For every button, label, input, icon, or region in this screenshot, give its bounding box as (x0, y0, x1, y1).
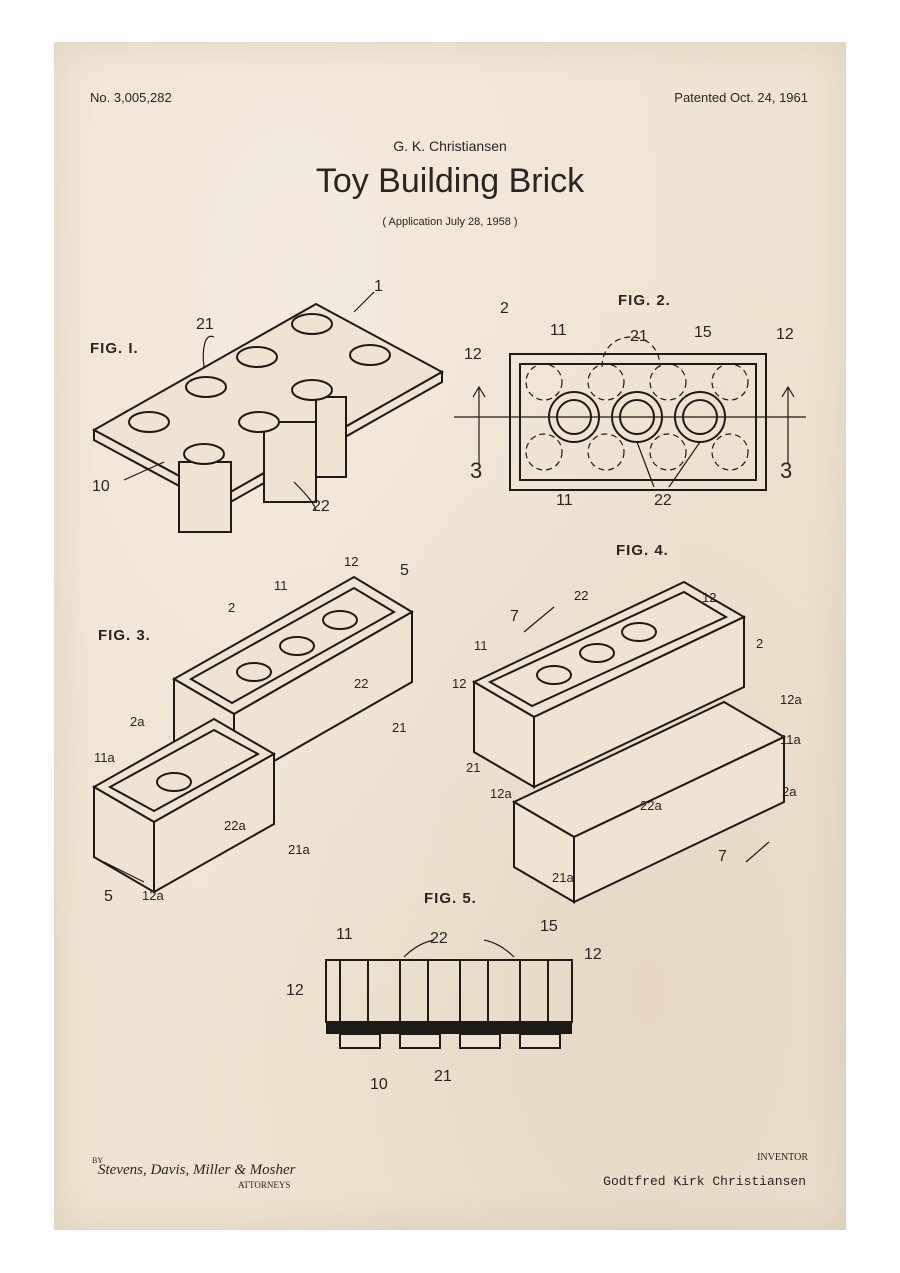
fig5-label-21: 21 (434, 1068, 452, 1085)
fig4-label-2: 2 (756, 636, 764, 651)
by-label: BY (92, 1156, 104, 1165)
fig2-label-3-right: 3 (780, 458, 793, 483)
fig5-label-11: 11 (336, 926, 353, 943)
fig2-drawing (454, 336, 806, 491)
fig3-label-22: 22 (354, 676, 369, 691)
fig4-title: FIG. 4. (616, 542, 669, 559)
fig2-label-12-right: 12 (776, 326, 794, 343)
fig4-label-11: 11 (474, 638, 488, 653)
patent-number: No. 3,005,282 (90, 90, 172, 105)
fig5-label-22: 22 (430, 930, 448, 947)
fig2-label-15: 15 (694, 324, 712, 341)
fig2-label-22: 22 (654, 492, 672, 509)
fig3-label-21: 21 (392, 720, 407, 735)
fig3-label-5-bottom: 5 (104, 888, 113, 905)
fig5-label-15: 15 (540, 918, 558, 935)
fig4-label-21a: 21a (552, 870, 574, 885)
fig4-label-12a: 12a (780, 692, 802, 707)
fig3-label-2: 2 (228, 600, 236, 615)
fig5-drawing (325, 939, 573, 1049)
author-name: G. K. Christiansen (393, 138, 507, 154)
page-title: Toy Building Brick (315, 162, 585, 200)
fig1-label-1: 1 (374, 278, 383, 295)
fig3-label-11: 11 (274, 578, 288, 593)
fig4-label-12a-left: 12a (490, 786, 512, 801)
fig2-label-12-left: 12 (464, 346, 482, 363)
fig1-drawing (91, 291, 445, 533)
fig4-label-22a: 22a (640, 798, 662, 813)
fig3-label-11a: 11a (94, 750, 115, 765)
patent-drawings (91, 291, 806, 1049)
fig4-label-7-bottom: 7 (718, 848, 727, 865)
patent-sheet: No. 3,005,282 Patented Oct. 24, 1961 G. … (54, 42, 846, 1230)
application-date: ( Application July 28, 1958 ) (382, 216, 518, 228)
fig2-label-3-left: 3 (470, 458, 483, 483)
fig3-label-5-top: 5 (400, 562, 409, 579)
fig3-label-21a: 21a (288, 842, 310, 857)
inventor-name: Godtfred Kirk Christiansen (603, 1174, 806, 1189)
fig1-label-10: 10 (92, 478, 110, 495)
fig5-label-12-right: 12 (584, 946, 602, 963)
fig3-label-22a: 22a (224, 818, 246, 833)
fig5-label-12-left: 12 (286, 982, 304, 999)
fig4-drawing (471, 580, 787, 904)
fig4-label-12-top: 12 (702, 590, 717, 605)
attorneys-label: ATTORNEYS (238, 1180, 291, 1190)
fig2-label-2: 2 (500, 300, 509, 317)
fig4-label-21: 21 (466, 760, 481, 775)
attorneys-signature: Stevens, Davis, Miller & Mosher (98, 1162, 296, 1178)
fig3-label-12: 12 (344, 554, 359, 569)
fig4-label-12-left: 12 (452, 676, 467, 691)
fig4-label-7-top: 7 (510, 608, 519, 625)
fig1-label-21: 21 (196, 316, 214, 333)
fig1-title: FIG. I. (90, 340, 139, 357)
fig2-label-11-bottom: 11 (556, 492, 573, 509)
fig2-title: FIG. 2. (618, 292, 671, 309)
inventor-label: INVENTOR (757, 1152, 808, 1163)
fig2-label-21: 21 (630, 328, 648, 345)
fig3-drawing (91, 575, 414, 894)
fig5-label-10: 10 (370, 1076, 388, 1093)
fig2-label-11-top: 11 (550, 322, 567, 339)
fig3-title: FIG. 3. (98, 627, 151, 644)
fig4-label-22: 22 (574, 588, 589, 603)
fig5-title: FIG. 5. (424, 890, 477, 907)
fig1-label-22: 22 (312, 498, 330, 515)
fig4-label-11a: 11a (780, 732, 801, 747)
fig4-label-2a: 2a (782, 784, 797, 799)
fig3-label-2a: 2a (130, 714, 145, 729)
fig3-label-12a: 12a (142, 888, 164, 903)
patent-date: Patented Oct. 24, 1961 (674, 90, 808, 105)
